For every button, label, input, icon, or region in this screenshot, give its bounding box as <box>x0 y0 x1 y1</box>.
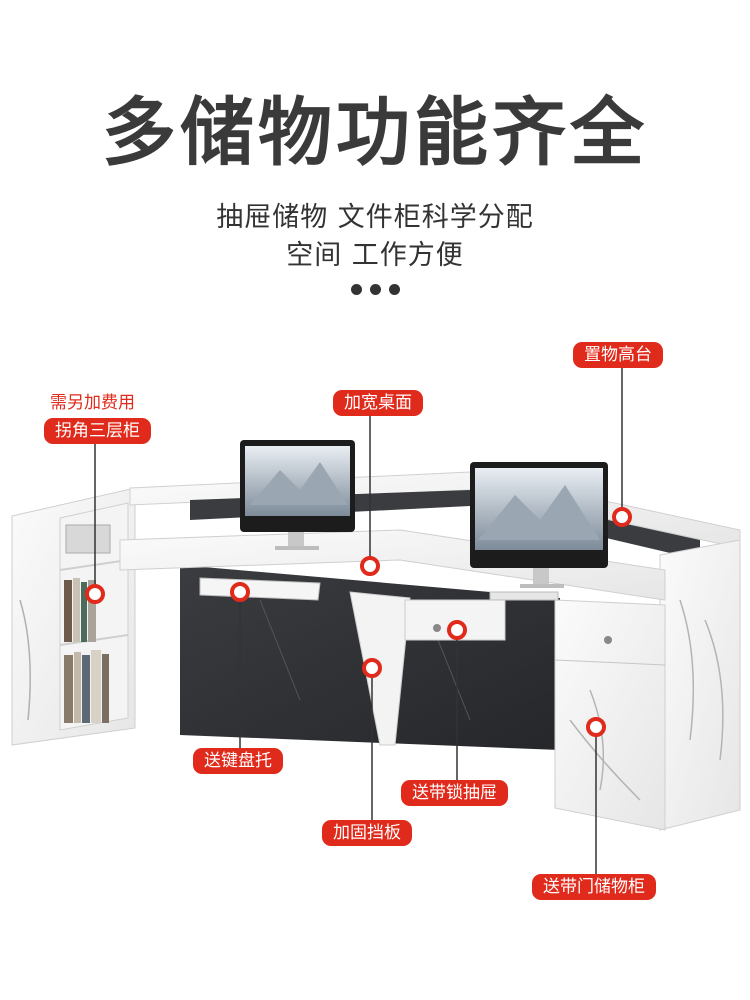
subtitle-line-2: 空间 工作方便 <box>286 240 464 271</box>
subtitle-line-1: 抽屉储物 文件柜科学分配 <box>216 202 534 233</box>
callout-dots <box>85 507 632 737</box>
callout-keyboard-tray: 送键盘托 <box>193 748 283 774</box>
corner-bookcase <box>11 487 136 746</box>
lock-drawer <box>404 599 506 641</box>
callout-corner-note: 需另加费用 <box>50 393 135 413</box>
keyboard-tray <box>199 577 321 601</box>
dot <box>388 284 400 295</box>
callout-door-cabinet: 送带门储物柜 <box>532 874 656 900</box>
callout-lock-drawer: 送带锁抽屉 <box>401 780 508 806</box>
callout-baffle: 加固挡板 <box>322 820 412 846</box>
monitor-right <box>470 462 608 601</box>
callout-wide-desk: 加宽桌面 <box>333 390 423 416</box>
callout-corner-cabinet: 拐角三层柜 <box>44 418 151 444</box>
pagination-dots <box>0 280 750 299</box>
callout-high-shelf: 置物高台 <box>573 342 663 368</box>
door-cabinet <box>554 599 666 831</box>
dot <box>369 284 381 295</box>
dot <box>350 284 362 295</box>
desk-surface <box>119 529 666 601</box>
page-title: 多储物功能齐全 <box>102 90 648 176</box>
monitor-left <box>240 440 355 550</box>
